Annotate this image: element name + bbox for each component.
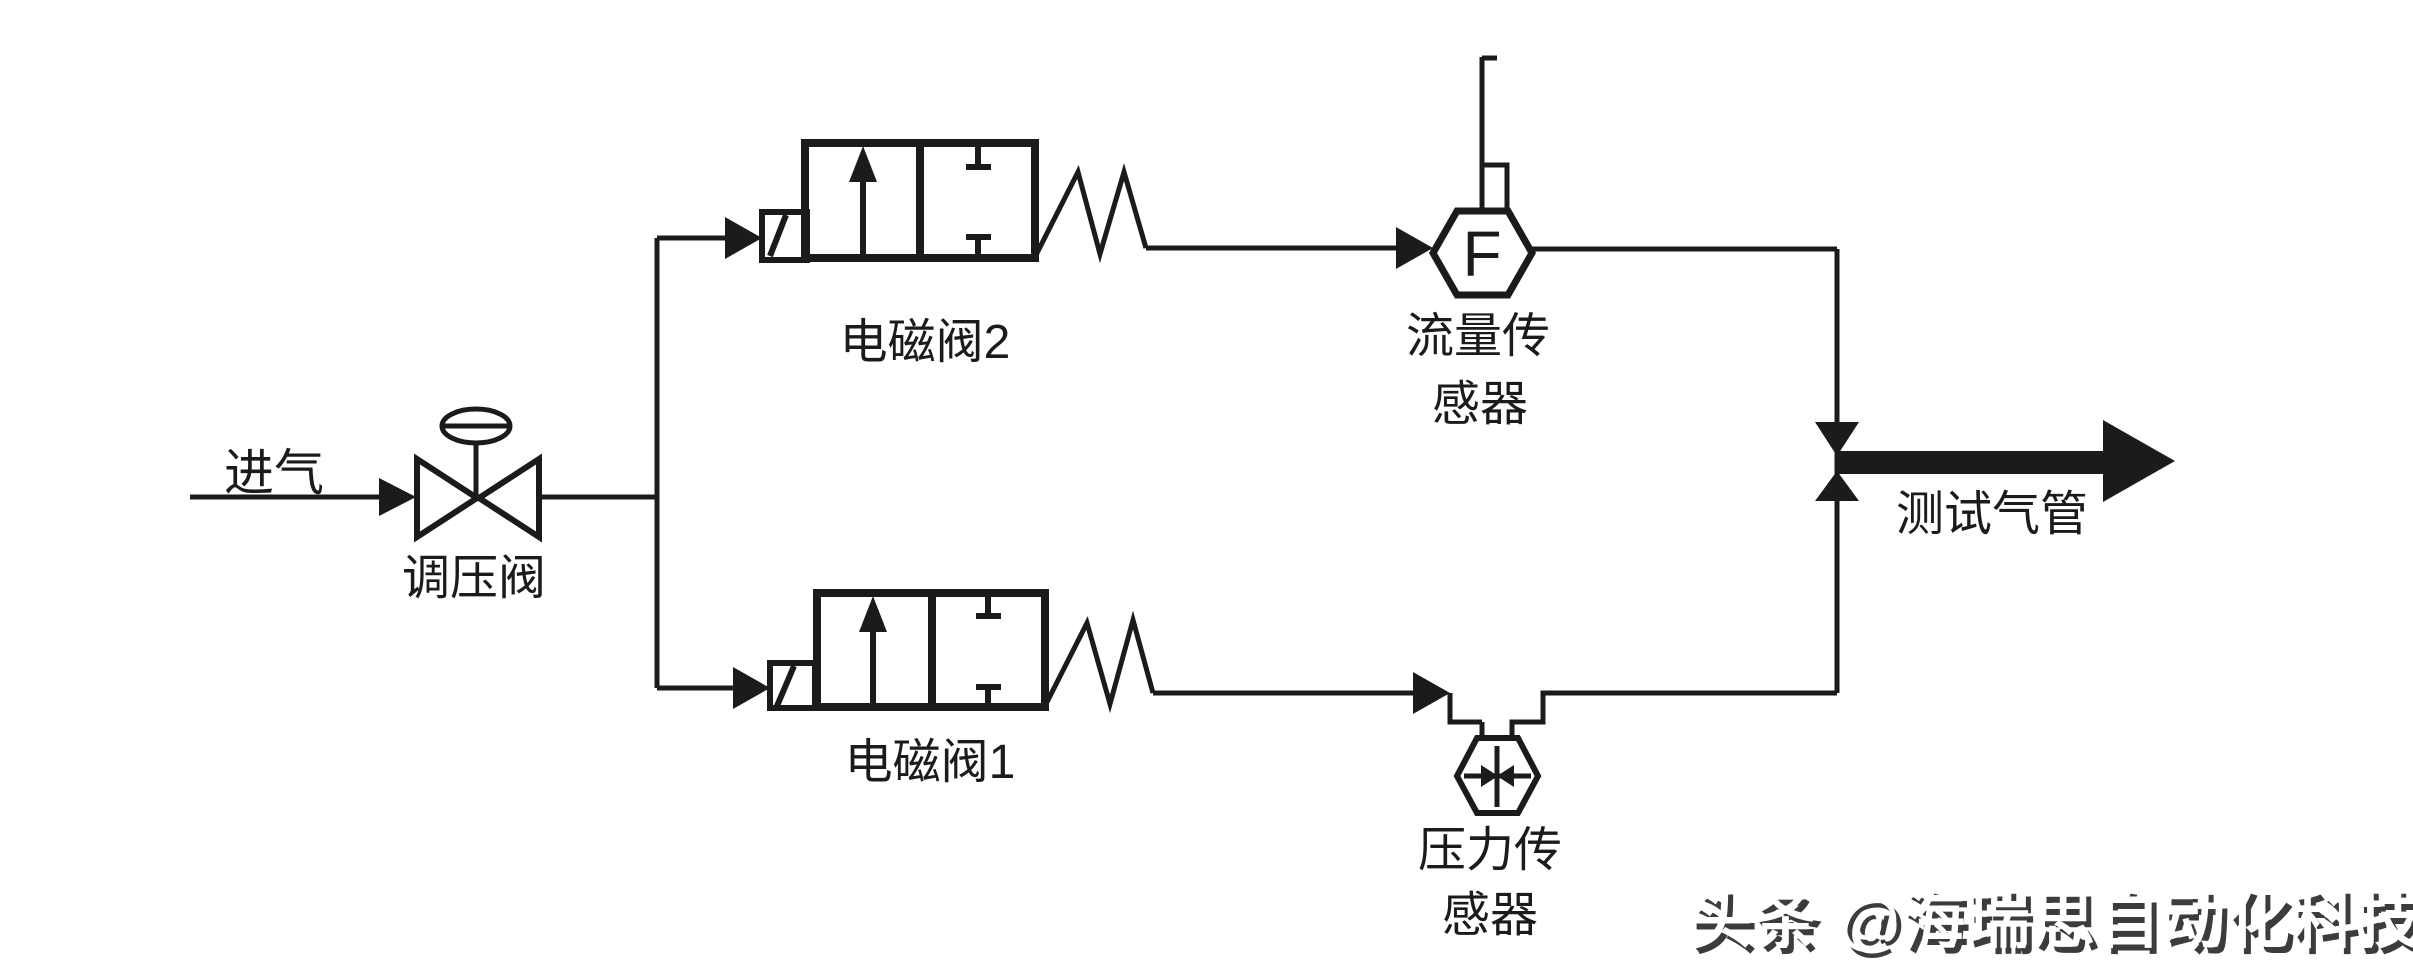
pressure-sensor: 压力传 感器	[1153, 672, 1837, 942]
flow-sensor-hexagon-icon	[1428, 207, 1537, 299]
valve1-solenoid-slash	[774, 664, 797, 708]
pressure-tap-line	[1447, 690, 1837, 738]
regulator-label: 调压阀	[402, 552, 546, 605]
flow-sensor-symbol: F	[1462, 218, 1501, 290]
pressure-sensor-label-line1: 压力传	[1418, 824, 1562, 877]
valve2-solenoid-slash	[767, 213, 789, 258]
solenoid-valve-2: 电磁阀2	[657, 139, 1149, 369]
outlet-thick-arrow-shaft	[1837, 451, 2103, 474]
inlet-section: 进气	[190, 445, 416, 516]
valve1-flow-arrow-icon	[733, 667, 770, 709]
flow-sensor-arrow-icon	[1396, 227, 1433, 269]
pressure-sensor-right-arrow-icon	[1481, 765, 1498, 787]
watermark: 头条 @海瑞思自动化科技 头条 @海瑞思自动化科技	[1689, 886, 2413, 962]
inlet-flow-arrow-icon	[379, 478, 416, 516]
valve2-open-path-arrow-icon	[849, 146, 877, 182]
junction-down-arrow-icon	[1815, 422, 1859, 456]
pressure-regulator-valve: 调压阀	[402, 406, 546, 605]
pressure-sensor-label-line2: 感器	[1442, 889, 1538, 942]
flow-sensor-probe-line	[1479, 55, 1497, 165]
pressure-sensor-left-arrow-icon	[1497, 765, 1514, 787]
valve1-spring-icon	[1042, 610, 1156, 714]
valve2-blocked-port-bottom-icon	[966, 234, 991, 256]
flow-sensor-label-line2: 感器	[1432, 378, 1528, 431]
branch-split	[539, 238, 660, 688]
valve1-blocked-port-top-icon	[976, 595, 1001, 619]
valve1-blocked-port-bottom-icon	[976, 684, 1001, 705]
flow-sensor-label-line1: 流量传	[1406, 310, 1550, 363]
flow-sensor-neck	[1479, 162, 1510, 214]
outlet-label: 测试气管	[1896, 488, 2088, 541]
pressure-tap-arrow-icon	[1413, 672, 1450, 714]
regulator-left-triangle-icon	[414, 453, 483, 543]
valve2-blocked-port-top-icon	[966, 145, 991, 170]
valve2-flow-arrow-icon	[725, 217, 762, 259]
inlet-label: 进气	[224, 445, 324, 501]
outlet-section: 测试气管	[1815, 249, 2175, 693]
watermark-shadow-text: 头条 @海瑞思自动化科技	[1694, 892, 2413, 962]
valve2-spring-icon	[1032, 163, 1149, 264]
watermark-face-text: 头条 @海瑞思自动化科技	[1689, 886, 2413, 956]
junction-up-arrow-icon	[1815, 471, 1859, 501]
outlet-thick-arrow-head-icon	[2103, 420, 2175, 502]
solenoid-valve-2-label: 电磁阀2	[840, 316, 1011, 369]
solenoid-valve-1: 电磁阀1	[657, 589, 1156, 789]
valve1-open-path-arrow-icon	[859, 596, 887, 632]
flow-sensor: F 流量传 感器	[1146, 55, 1837, 431]
solenoid-valve-1-label: 电磁阀1	[845, 736, 1016, 789]
regulator-right-triangle-icon	[473, 453, 542, 543]
